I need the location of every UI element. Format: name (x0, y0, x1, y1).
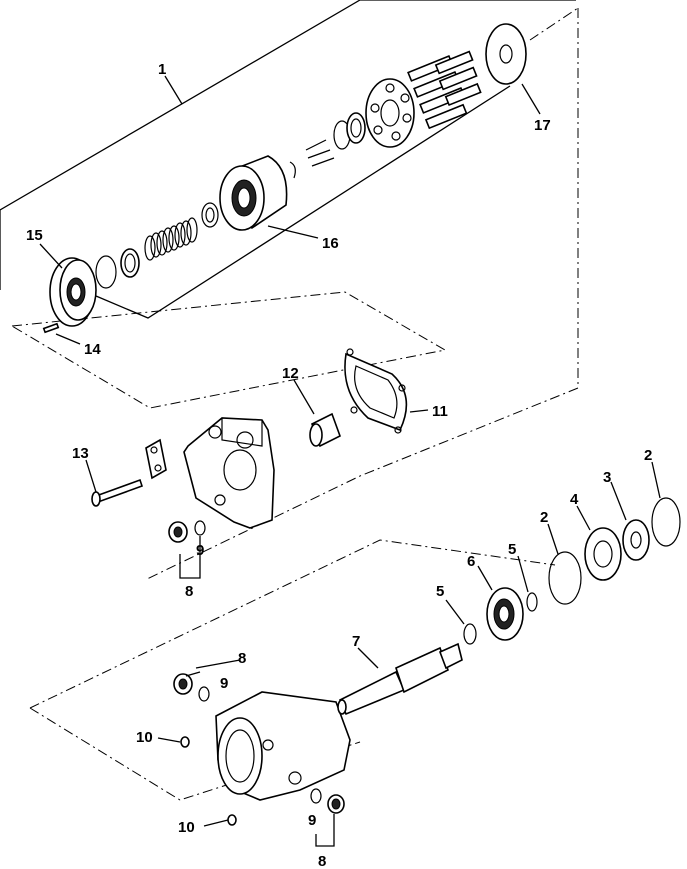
callout-4: 4 (570, 491, 579, 508)
dowel-pin-14 (42, 322, 60, 334)
callout-2-right: 2 (644, 447, 652, 464)
plug-middle (173, 673, 210, 702)
callout-12: 12 (282, 365, 299, 382)
callout-10-upper: 10 (136, 729, 153, 746)
mount-plate (145, 438, 167, 480)
callout-9-lower: 9 (308, 812, 316, 829)
retainer-clip (289, 161, 296, 179)
spring (144, 217, 198, 261)
callout-17: 17 (534, 117, 551, 134)
callout-11: 11 (432, 403, 448, 420)
washer-3 (622, 519, 650, 561)
snap-ring-5-right (526, 592, 538, 612)
callout-8-lower: 8 (318, 853, 326, 869)
retaining-ring-2-left (548, 551, 582, 605)
bushing-12 (309, 412, 341, 448)
plug-lower (310, 788, 345, 814)
bearing-6 (486, 587, 524, 641)
callouts: 1 15 14 16 17 12 11 13 9 8 8 9 10 10 9 8… (26, 61, 652, 869)
cylinder-block-16 (219, 155, 288, 231)
washer (201, 202, 219, 228)
callout-8-middle: 8 (238, 650, 246, 667)
valve-plate-15 (49, 257, 97, 327)
retaining-ring-2-right (651, 497, 681, 547)
callout-14: 14 (84, 341, 101, 358)
front-housing (215, 691, 351, 801)
plug-upper (168, 520, 206, 543)
retainer-plate (365, 78, 415, 148)
callout-10-lower: 10 (178, 819, 195, 836)
piston-set (407, 50, 482, 130)
shaft-7 (337, 642, 463, 716)
callout-5-left: 5 (436, 583, 444, 600)
callout-9-middle: 9 (220, 675, 228, 692)
snap-rings (333, 112, 366, 150)
snap-ring-5-left (463, 623, 477, 645)
callout-15: 15 (26, 227, 43, 244)
bolt-13 (91, 478, 144, 507)
leader-lines (39, 75, 661, 847)
rear-cover-outline (11, 291, 447, 409)
screw-10-lower (227, 814, 237, 826)
rear-housing (183, 417, 275, 529)
seal-rings (95, 248, 140, 289)
seal-4 (584, 527, 622, 581)
callout-8-upper: 8 (185, 583, 193, 600)
callout-1: 1 (158, 61, 166, 78)
callout-7: 7 (352, 633, 360, 650)
gasket-11 (344, 348, 408, 434)
callout-3: 3 (603, 469, 611, 486)
callout-13: 13 (72, 445, 89, 462)
washer-17 (485, 23, 527, 85)
callout-16: 16 (322, 235, 339, 252)
guide-pins (305, 139, 335, 167)
kit-outline (0, 0, 579, 581)
callout-2-left: 2 (540, 509, 548, 526)
callout-5-right: 5 (508, 541, 516, 558)
callout-6: 6 (467, 553, 475, 570)
callout-9-upper: 9 (196, 542, 204, 559)
screw-10-upper (180, 736, 190, 748)
